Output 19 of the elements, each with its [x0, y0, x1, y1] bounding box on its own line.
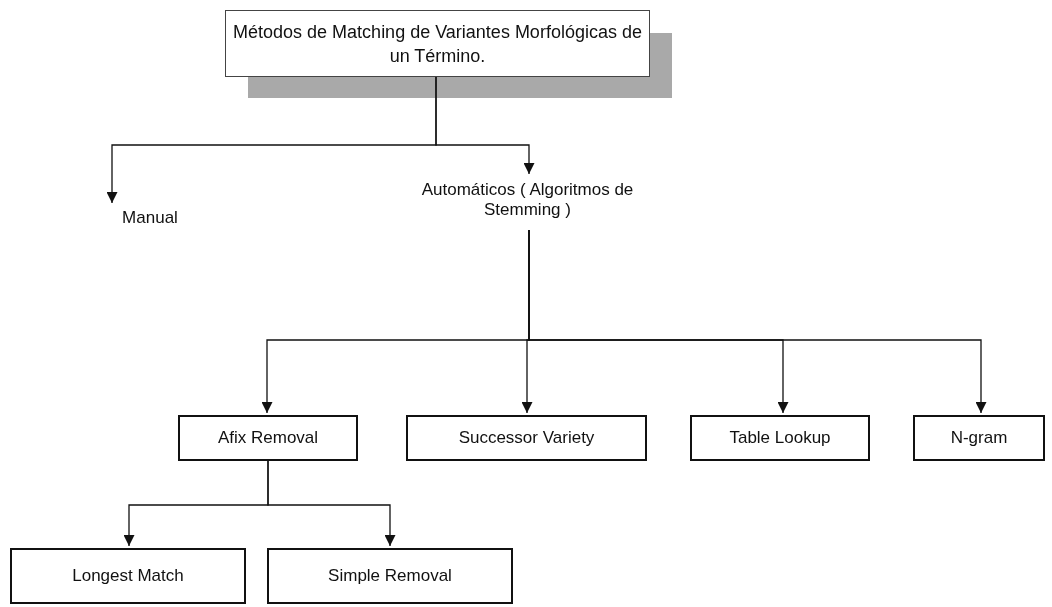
process-box — [913, 415, 1045, 461]
box-label: Successor Variety — [458, 428, 595, 448]
process-box — [178, 415, 358, 461]
connector-arrow — [435, 76, 535, 175]
process-box — [690, 415, 870, 461]
process-box — [406, 415, 647, 461]
process-box — [267, 548, 513, 604]
connector-arrow — [267, 460, 396, 547]
connector-arrow — [528, 229, 987, 414]
box-label: Afix Removal — [217, 428, 319, 448]
node-label: Manual — [122, 208, 178, 228]
box-label: Longest Match — [72, 566, 184, 586]
box-label: Simple Removal — [328, 566, 452, 586]
box-label: N-gram — [950, 428, 1008, 448]
process-box — [10, 548, 246, 604]
title-box — [225, 10, 650, 77]
box-label: Table Lookup — [729, 428, 831, 448]
box-label: Métodos de Matching de Variantes Morfológicas de un Término. — [232, 20, 643, 68]
node-label: Automáticos ( Algoritmos de Stemming ) — [420, 180, 635, 220]
